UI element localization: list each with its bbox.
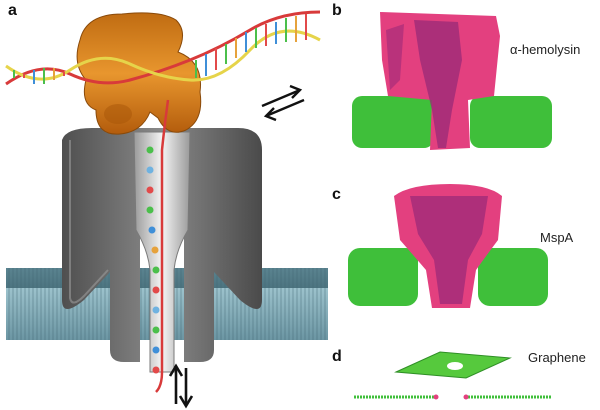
panel-letter-b: b bbox=[332, 2, 342, 19]
dna-base-pairs bbox=[13, 14, 307, 84]
single-strand-dna bbox=[155, 99, 170, 393]
panel-letter-a: a bbox=[8, 2, 17, 19]
vertical-arrows-icon bbox=[168, 363, 194, 409]
panel-a-illustration bbox=[5, 10, 328, 409]
hemolysin-lipid-left bbox=[352, 96, 434, 148]
panel-name-hemolysin: α-hemolysin bbox=[510, 42, 581, 57]
mspa-lipid-left bbox=[348, 248, 418, 306]
panel-name-graphene: Graphene bbox=[528, 350, 586, 365]
panel-letter-d: d bbox=[332, 348, 342, 365]
exchange-arrows-icon bbox=[261, 84, 305, 122]
protein-pore bbox=[62, 128, 262, 362]
graphene-nanopore bbox=[447, 362, 463, 370]
graphene-sheet bbox=[394, 351, 512, 379]
hemolysin-protein bbox=[380, 12, 500, 150]
mspa-protein bbox=[394, 184, 502, 308]
panel-name-mspa: MspA bbox=[540, 230, 574, 245]
processive-enzyme bbox=[76, 12, 202, 135]
translocating-bases bbox=[146, 146, 160, 374]
dna-strand-red bbox=[5, 10, 321, 86]
panel-letter-c: c bbox=[332, 186, 341, 203]
hemolysin-lipid-right bbox=[470, 96, 552, 148]
mspa-lipid-right bbox=[478, 248, 548, 306]
